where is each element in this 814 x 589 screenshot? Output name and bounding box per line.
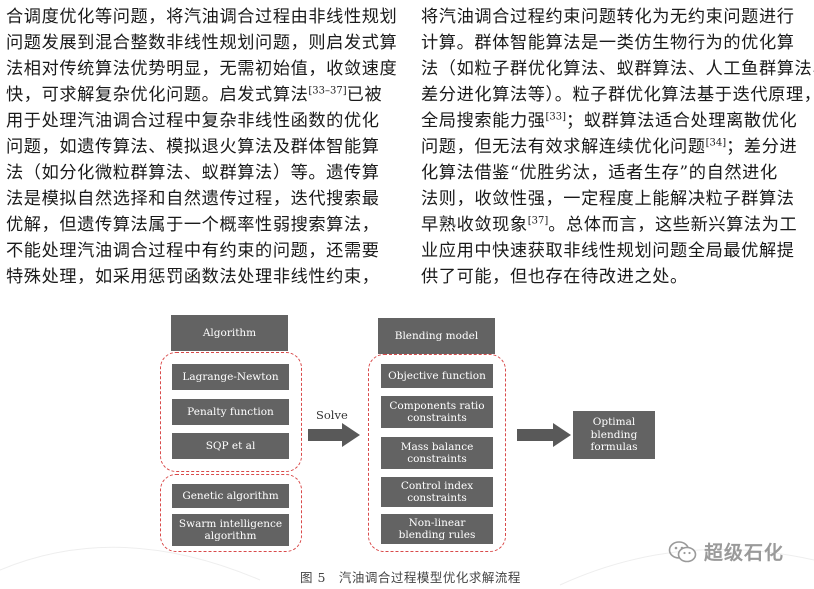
text-segment: 快，可求解复杂优化问题。启发式算法 xyxy=(6,85,309,105)
algorithm-header: Algorithm xyxy=(171,315,288,351)
text-segment: 问题发展到混合整数非线性规划问题，则启发式算 xyxy=(6,33,398,53)
text-line: 合调度优化等问题，将汽油调合过程由非线性规划 xyxy=(6,4,398,30)
text-segment: 合调度优化等问题，将汽油调合过程由非线性规划 xyxy=(6,7,398,27)
algo-genetic: Genetic algorithm xyxy=(172,484,289,508)
text-segment: 将汽油调合过程约束问题转化为无约束问题进行 xyxy=(421,7,795,27)
citation-ref: [37] xyxy=(527,215,549,227)
text-segment: 全局搜索能力强 xyxy=(421,111,546,131)
text-line: 早熟收敛现象[37]。总体而言，这些新兴算法为工 xyxy=(421,212,809,238)
text-line: 业应用中快速获取非线性规划问题全局最优解提 xyxy=(421,238,809,264)
text-line: 不能处理汽油调合过程中有约束的问题，还需要 xyxy=(6,238,396,264)
watermark-text: 超级石化 xyxy=(704,542,785,564)
text-segment: 用于处理汽油调合过程中复杂非线性函数的优化 xyxy=(6,111,380,131)
text-line: 法是模拟自然选择和自然遗传过程，迭代搜索最 xyxy=(6,186,396,212)
figure-caption: 图 5 汽油调合过程模型优化求解流程 xyxy=(300,570,521,585)
wechat-icon xyxy=(668,540,697,562)
output-arrow xyxy=(517,423,571,447)
text-line: 计算。群体智能算法是一类仿生物行为的优化算 xyxy=(421,30,809,56)
algorithm-group-1-frame xyxy=(160,352,302,472)
algorithm-group-2-frame xyxy=(160,474,302,552)
blend-nonlinear-rules: Non-linear blending rules xyxy=(381,514,493,544)
algo-lagrange-newton: Lagrange-Newton xyxy=(172,364,289,390)
algo-penalty-function: Penalty function xyxy=(172,399,289,425)
blend-control-index: Control index constraints xyxy=(381,477,493,507)
text-line: 化算法借鉴“优胜劣汰，适者生存”的自然进化 xyxy=(421,160,809,186)
text-segment: 优解，但遗传算法属于一个概率性弱搜索算法， xyxy=(6,215,380,235)
blend-mass-balance: Mass balance constraints xyxy=(381,437,493,469)
text-line: 法则，收敛性强，一定程度上能解决粒子群算法 xyxy=(421,186,809,212)
right-text-column: 将汽油调合过程约束问题转化为无约束问题进行计算。群体智能算法是一类仿生物行为的优… xyxy=(421,4,814,290)
text-line: 问题，如遗传算法、模拟退火算法及群体智能算 xyxy=(6,134,396,160)
text-line: 问题发展到混合整数非线性规划问题，则启发式算 xyxy=(6,30,398,56)
algo-swarm: Swarm intelligence algorithm xyxy=(172,514,289,546)
text-line: 供了可能，但也存在待改进之处。 xyxy=(421,264,809,290)
text-line: 用于处理汽油调合过程中复杂非线性函数的优化 xyxy=(6,108,396,134)
text-segment: 法相对传统算法优势明显，无需初始值，收敛速度 xyxy=(6,59,398,79)
text-segment: 已被 xyxy=(346,85,383,105)
text-segment: 问题，但无法有效求解连续优化问题 xyxy=(421,137,706,157)
text-line: 法相对传统算法优势明显，无需初始值，收敛速度 xyxy=(6,56,398,82)
left-text-column: 合调度优化等问题，将汽油调合过程由非线性规划问题发展到混合整数非线性规划问题，则… xyxy=(6,4,398,290)
text-segment: 供了可能，但也存在待改进之处。 xyxy=(421,267,688,287)
text-line: 法（如粒子群优化算法、蚁群算法、人工鱼群算法、 xyxy=(421,56,814,82)
optimal-blending-formulas: Optimal blending formulas xyxy=(573,411,655,459)
text-line: 优解，但遗传算法属于一个概率性弱搜索算法， xyxy=(6,212,396,238)
text-line: 差分进化算法等）。粒子群优化算法基于迭代原理， xyxy=(421,82,814,108)
text-line: 问题，但无法有效求解连续优化问题[34]；差分进 xyxy=(421,134,809,160)
text-segment: 法（如分化微粒群算法、蚁群算法）等。遗传算 xyxy=(6,163,380,183)
text-segment: 计算。群体智能算法是一类仿生物行为的优化算 xyxy=(421,33,795,53)
text-segment: 业应用中快速获取非线性规划问题全局最优解提 xyxy=(421,241,795,261)
text-segment: ；蚁群算法适合处理离散优化 xyxy=(566,111,798,131)
solve-label: Solve xyxy=(316,408,348,422)
blend-objective-function: Objective function xyxy=(381,364,493,388)
text-line: 全局搜索能力强[33]；蚁群算法适合处理离散优化 xyxy=(421,108,809,134)
text-segment: 化算法借鉴“优胜劣汰，适者生存”的自然进化 xyxy=(421,163,778,183)
text-segment: 不能处理汽油调合过程中有约束的问题，还需要 xyxy=(6,241,380,261)
text-line: 特殊处理，如采用惩罚函数法处理非线性约束， xyxy=(6,264,396,290)
text-segment: 法则，收敛性强，一定程度上能解决粒子群算法 xyxy=(421,189,795,209)
text-segment: 。总体而言，这些新兴算法为工 xyxy=(548,215,798,235)
citation-ref: [34] xyxy=(705,137,727,149)
blend-components-ratio: Components ratio constraints xyxy=(381,396,493,428)
text-line: 法（如分化微粒群算法、蚁群算法）等。遗传算 xyxy=(6,160,396,186)
text-segment: 特殊处理，如采用惩罚函数法处理非线性约束， xyxy=(6,267,380,287)
algo-sqp: SQP et al xyxy=(172,433,289,459)
text-segment: 问题，如遗传算法、模拟退火算法及群体智能算 xyxy=(6,137,380,157)
blending-header: Blending model xyxy=(378,318,495,354)
text-segment: ；差分进 xyxy=(726,137,798,157)
text-segment: 法是模拟自然选择和自然遗传过程，迭代搜索最 xyxy=(6,189,380,209)
solve-arrow xyxy=(308,423,360,447)
watermark: 超级石化 xyxy=(668,538,784,565)
citation-ref: [33–37] xyxy=(308,85,347,97)
text-segment: 法（如粒子群优化算法、蚁群算法、人工鱼群算法、 xyxy=(421,59,814,79)
text-line: 将汽油调合过程约束问题转化为无约束问题进行 xyxy=(421,4,809,30)
text-segment: 差分进化算法等）。粒子群优化算法基于迭代原理， xyxy=(421,85,814,105)
blending-group-frame xyxy=(368,354,506,552)
citation-ref: [33] xyxy=(545,111,567,123)
text-line: 快，可求解复杂优化问题。启发式算法[33–37]已被 xyxy=(6,82,396,108)
text-segment: 早熟收敛现象 xyxy=(421,215,528,235)
